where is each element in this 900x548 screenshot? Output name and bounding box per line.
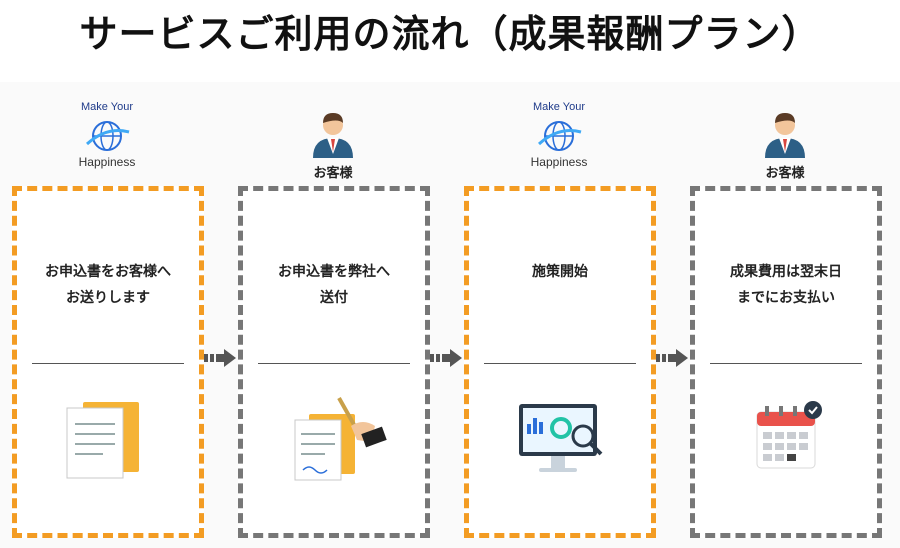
make-your-happiness-logo: Make Your Happiness xyxy=(79,101,136,169)
flow-stage: Make Your Happiness お申込書をお客様へ お送りします xyxy=(0,82,900,548)
svg-text:Happiness: Happiness xyxy=(79,155,136,169)
flow-arrow-2 xyxy=(430,347,464,369)
step-2: お客様 お申込書を弊社へ 送付 xyxy=(238,82,430,548)
svg-text:Happiness: Happiness xyxy=(531,155,588,169)
step-2-card: お申込書を弊社へ 送付 xyxy=(238,186,430,538)
step-3-divider xyxy=(484,363,636,364)
flow-arrow-3 xyxy=(656,347,690,369)
arrow-right-icon xyxy=(430,349,462,367)
step-4-card: 成果費用は翌末日 までにお支払い xyxy=(690,186,882,538)
calendar-check-icon xyxy=(756,401,822,469)
step-4-divider xyxy=(710,363,862,364)
step-1-text: お申込書をお客様へ お送りします xyxy=(45,264,171,306)
step-4-header: お客様 xyxy=(690,82,880,186)
customer-person-icon xyxy=(313,113,353,158)
step-4-text: 成果費用は翌末日 までにお支払い xyxy=(730,264,842,306)
documents-icon xyxy=(66,402,139,479)
step-3-card: 施策開始 xyxy=(464,186,656,538)
monitor-analytics-icon xyxy=(519,404,603,472)
step-1-card: お申込書をお客様へ お送りします xyxy=(12,186,204,538)
step-2-divider xyxy=(258,363,410,364)
step-2-header: お客様 xyxy=(238,82,428,186)
arrow-right-icon xyxy=(656,349,688,367)
step-2-label: お客様 xyxy=(313,166,353,181)
step-3-text: 施策開始 xyxy=(532,264,588,280)
page-title: サービスご利用の流れ（成果報酬プラン） xyxy=(79,12,821,56)
step-3-header: Make Your Happiness xyxy=(464,82,654,186)
make-your-happiness-logo: Make Your Happiness xyxy=(531,101,588,169)
step-4: お客様 成果費用は翌末日 までにお支払い xyxy=(690,82,882,548)
arrow-right-icon xyxy=(204,349,236,367)
svg-text:Make Your: Make Your xyxy=(81,101,133,113)
step-4-label: お客様 xyxy=(765,166,805,181)
signing-pen-icon xyxy=(294,397,387,481)
step-2-text: お申込書を弊社へ 送付 xyxy=(278,264,390,306)
flow-arrow-1 xyxy=(204,347,238,369)
step-1-divider xyxy=(32,363,184,364)
svg-text:Make Your: Make Your xyxy=(533,101,585,113)
step-1-header: Make Your Happiness xyxy=(12,82,202,186)
step-1: Make Your Happiness お申込書をお客様へ お送りします xyxy=(12,82,204,548)
customer-person-icon xyxy=(765,113,805,158)
step-3: Make Your Happiness 施策開始 xyxy=(464,82,656,548)
